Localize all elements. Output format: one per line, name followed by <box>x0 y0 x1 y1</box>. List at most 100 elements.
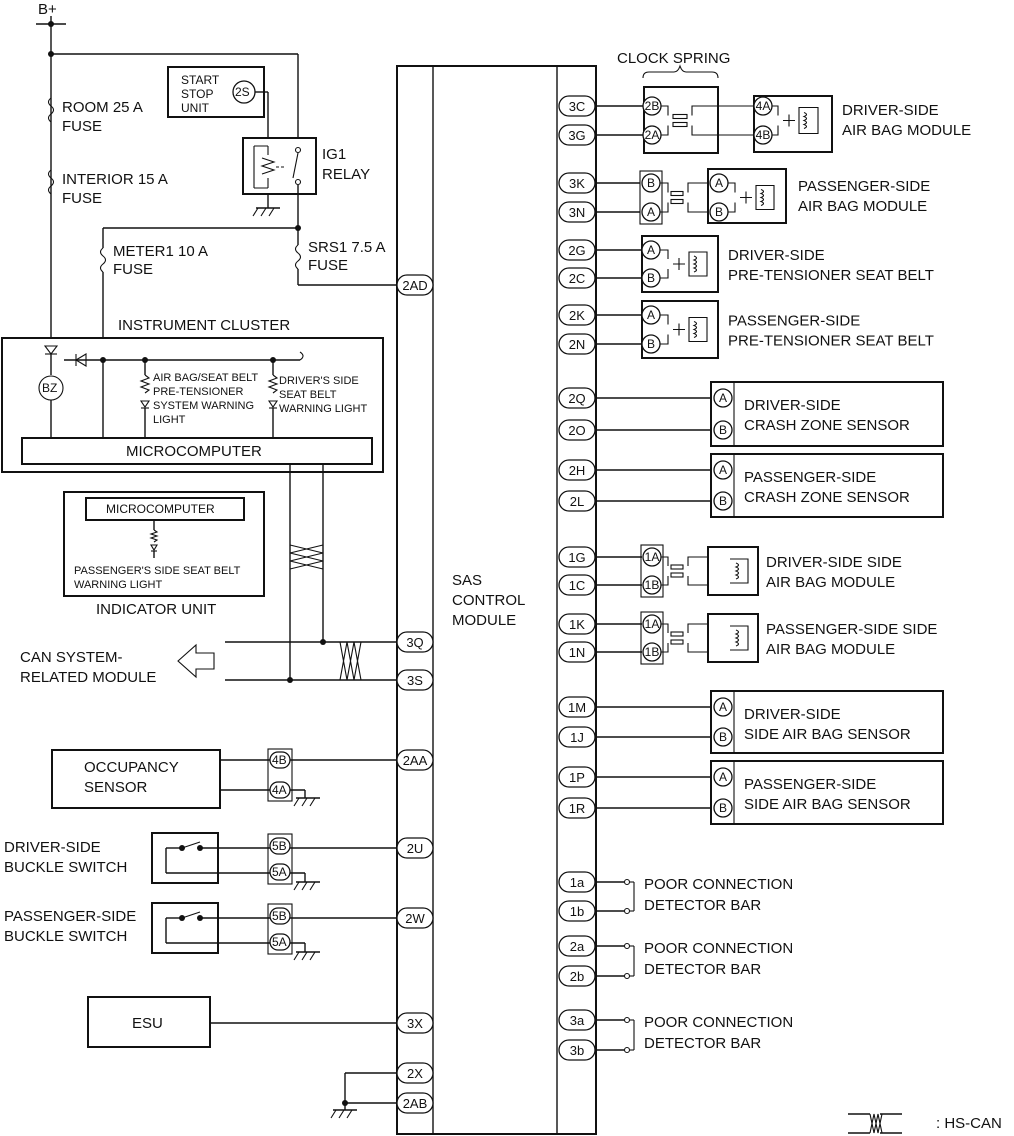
svg-text:2A: 2A <box>645 128 660 142</box>
svg-text:1A: 1A <box>645 550 660 564</box>
sas-pin-1g: 1G <box>558 546 596 568</box>
driver-belt-warning-light-label: DRIVER'S SIDE <box>279 375 359 387</box>
svg-text:CRASH ZONE SENSOR: CRASH ZONE SENSOR <box>744 417 910 434</box>
clock-spring: CLOCK SPRING <box>617 50 730 154</box>
svg-text:1B: 1B <box>645 645 660 659</box>
sas-pin-3s: 3S <box>396 669 434 691</box>
sas-pin-3x: 3X <box>396 1012 434 1034</box>
svg-text:POOR CONNECTION: POOR CONNECTION <box>644 1014 793 1031</box>
svg-text:FUSE: FUSE <box>62 118 102 135</box>
svg-text:AIR BAG MODULE: AIR BAG MODULE <box>798 198 927 215</box>
ig1-relay: IG1 RELAY <box>242 137 370 245</box>
svg-text:B: B <box>647 176 655 190</box>
driver-buckle-label: DRIVER-SIDE <box>4 839 101 856</box>
svg-text:1M: 1M <box>568 700 586 715</box>
svg-text:RELATED MODULE: RELATED MODULE <box>20 669 156 686</box>
svg-text:WARNING LIGHT: WARNING LIGHT <box>279 403 367 415</box>
sas-pin-3c: 3C <box>558 95 596 117</box>
svg-text:1J: 1J <box>570 730 584 745</box>
svg-text:LIGHT: LIGHT <box>153 414 186 426</box>
svg-text:2X: 2X <box>407 1066 423 1081</box>
room-fuse-label: ROOM 25 A <box>62 99 143 116</box>
svg-text:RELAY: RELAY <box>322 166 370 183</box>
svg-text:1C: 1C <box>569 578 586 593</box>
svg-text:PASSENGER-SIDE: PASSENGER-SIDE <box>744 776 876 793</box>
svg-text:2G: 2G <box>568 243 585 258</box>
can-module-label: CAN SYSTEM- <box>20 649 123 666</box>
svg-text:2W: 2W <box>405 911 425 926</box>
svg-text:PASSENGER-SIDE: PASSENGER-SIDE <box>744 469 876 486</box>
svg-text:MODULE: MODULE <box>452 612 516 629</box>
svg-text:2Q: 2Q <box>568 391 585 406</box>
svg-text:2b: 2b <box>570 969 584 984</box>
instrument-cluster-label: INSTRUMENT CLUSTER <box>118 317 290 334</box>
ig1-relay-label: IG1 <box>322 146 346 163</box>
airbag-warning-light-label: AIR BAG/SEAT BELT <box>153 372 258 384</box>
sas-pin-3q: 3Q <box>396 631 434 653</box>
svg-text:2AD: 2AD <box>402 278 427 293</box>
svg-text:UNIT: UNIT <box>181 101 210 115</box>
occupancy-sensor: OCCUPANCY SENSOR 4B 4A <box>51 748 398 809</box>
svg-text:1G: 1G <box>568 550 585 565</box>
meter1-fuse-label: METER1 10 A <box>113 243 208 260</box>
sas-pin-2g: 2G <box>558 239 596 261</box>
sas-pin-2h: 2H <box>558 459 596 481</box>
cluster-microcomputer-label: MICROCOMPUTER <box>126 443 262 460</box>
sas-module-label: SAS <box>452 572 482 589</box>
svg-text:4B: 4B <box>272 753 287 767</box>
svg-text:B: B <box>647 337 655 351</box>
svg-text:A: A <box>719 770 727 784</box>
svg-text:CONTROL: CONTROL <box>452 592 525 609</box>
svg-text:PRE-TENSIONER SEAT BELT: PRE-TENSIONER SEAT BELT <box>728 333 934 350</box>
svg-text:DETECTOR BAR: DETECTOR BAR <box>644 961 761 978</box>
svg-text:2C: 2C <box>569 271 586 286</box>
svg-text:1P: 1P <box>569 770 585 785</box>
svg-text:SYSTEM WARNING: SYSTEM WARNING <box>153 400 254 412</box>
svg-text:5A: 5A <box>272 935 287 949</box>
svg-text:DRIVER-SIDE: DRIVER-SIDE <box>842 102 939 119</box>
svg-text:A: A <box>715 176 723 190</box>
sas-pin-3b: 3b <box>558 1039 596 1061</box>
svg-text:2B: 2B <box>645 99 660 113</box>
svg-text:5B: 5B <box>272 839 287 853</box>
sas-pin-1r: 1R <box>558 797 596 819</box>
svg-text:SENSOR: SENSOR <box>84 779 148 796</box>
sas-pin-1m: 1M <box>558 696 596 718</box>
svg-text:A: A <box>647 205 655 219</box>
svg-text:STOP: STOP <box>181 87 213 101</box>
svg-text:B: B <box>719 423 727 437</box>
room-fuse: ROOM 25 A FUSE <box>47 97 143 135</box>
svg-text:SEAT BELT: SEAT BELT <box>279 389 337 401</box>
sas-pin-2ab: 2AB <box>396 1092 434 1114</box>
svg-text:FUSE: FUSE <box>62 190 102 207</box>
svg-text:DETECTOR BAR: DETECTOR BAR <box>644 1035 761 1052</box>
sas-pin-2u: 2U <box>396 837 434 859</box>
svg-text:PASSENGER-SIDE SIDE: PASSENGER-SIDE SIDE <box>766 621 937 638</box>
svg-text:SIDE AIR BAG SENSOR: SIDE AIR BAG SENSOR <box>744 726 911 743</box>
svg-text:A: A <box>719 463 727 477</box>
svg-text:2O: 2O <box>568 423 585 438</box>
clock-spring-label: CLOCK SPRING <box>617 50 730 67</box>
svg-text:2AA: 2AA <box>403 753 428 768</box>
svg-text:AIR BAG MODULE: AIR BAG MODULE <box>766 641 895 658</box>
sas-pin-2c: 2C <box>558 267 596 289</box>
start-stop-unit: START STOP UNIT 2S <box>167 66 269 140</box>
interior-fuse-label: INTERIOR 15 A <box>62 171 168 188</box>
sas-pin-2w: 2W <box>396 907 434 929</box>
svg-text:2U: 2U <box>407 841 424 856</box>
svg-text:2K: 2K <box>569 308 585 323</box>
can-bus: CAN SYSTEM- RELATED MODULE <box>20 464 398 686</box>
svg-text:PRE-TENSIONER SEAT BELT: PRE-TENSIONER SEAT BELT <box>728 267 934 284</box>
sas-pin-1c: 1C <box>558 574 596 596</box>
module-12: POOR CONNECTION DETECTOR BAR <box>595 1014 793 1054</box>
svg-text:1a: 1a <box>570 875 585 890</box>
